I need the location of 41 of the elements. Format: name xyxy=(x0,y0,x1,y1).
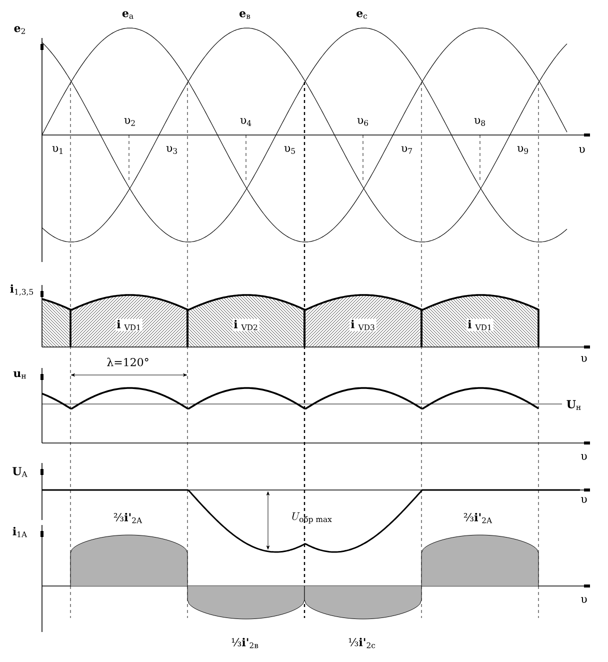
current-pulse: i $_{VD2}$ xyxy=(186,294,306,347)
signal-label: e$_{c}$ xyxy=(356,11,368,19)
dimension-label: $U_{\text{обр max}}$ xyxy=(292,512,332,524)
axis-label: υ xyxy=(581,597,587,603)
signal-label: e$_{a}$ xyxy=(122,11,134,19)
angle-label: υ$_{1}$ xyxy=(52,146,62,154)
signal-label: U$_{A}$ xyxy=(12,467,28,477)
node-label: ⅔i'$_{2A}$ xyxy=(464,512,492,524)
node-label: ⅓i'$_{2в}$ xyxy=(232,638,258,648)
angle-label: υ$_{9}$ xyxy=(517,146,528,154)
angle-label: υ$_{5}$ xyxy=(284,146,295,154)
axis-label: υ xyxy=(579,147,585,153)
axis-label: υ xyxy=(581,454,587,460)
current-pulse: ⅔i'$_{2A}$ xyxy=(421,512,539,586)
current-pulse: i $_{VD1}$ xyxy=(70,294,188,347)
signal-label: U$_{н}$ xyxy=(566,400,581,410)
axis-label: υ xyxy=(581,356,587,362)
angle-label: υ$_{6}$ xyxy=(357,118,368,126)
current-pulse: ⅔i'$_{2A}$ xyxy=(70,512,188,586)
angle-label: υ$_{4}$ xyxy=(240,118,252,126)
angle-label: υ$_{7}$ xyxy=(401,146,412,154)
node-label: i $_{VD1}$ xyxy=(116,320,140,330)
signal-label: u$_{н}$ xyxy=(13,371,26,379)
node-label: ⅔i'$_{2A}$ xyxy=(114,512,142,524)
angle-label: υ$_{2}$ xyxy=(124,118,135,126)
node-label: i $_{VD3}$ xyxy=(350,320,374,330)
signal-label: i$_{1,3,5}$ xyxy=(10,284,34,296)
current-pulse: i $_{VD3}$ xyxy=(304,294,422,347)
axis-label: υ xyxy=(581,497,587,503)
node-label: i $_{VD2}$ xyxy=(234,320,258,330)
signal-label: e$_{в}$ xyxy=(240,11,250,19)
current-pulse: ⅓i'$_{2в}$ xyxy=(187,586,305,648)
signal-label: e$_{2}$ xyxy=(14,26,25,34)
angle-label: υ$_{3}$ xyxy=(166,146,177,154)
signal-label: i$_{1A}$ xyxy=(12,526,28,538)
angle-label: υ$_{8}$ xyxy=(474,118,485,126)
current-pulse: ⅓i'$_{2c}$ xyxy=(304,586,422,648)
node-label: i $_{VD1}$ xyxy=(468,320,491,330)
current-pulse: i $_{VD1}$ xyxy=(420,294,540,347)
node-label: ⅓i'$_{2c}$ xyxy=(348,638,376,648)
dimension-label: λ=120° xyxy=(107,358,148,366)
